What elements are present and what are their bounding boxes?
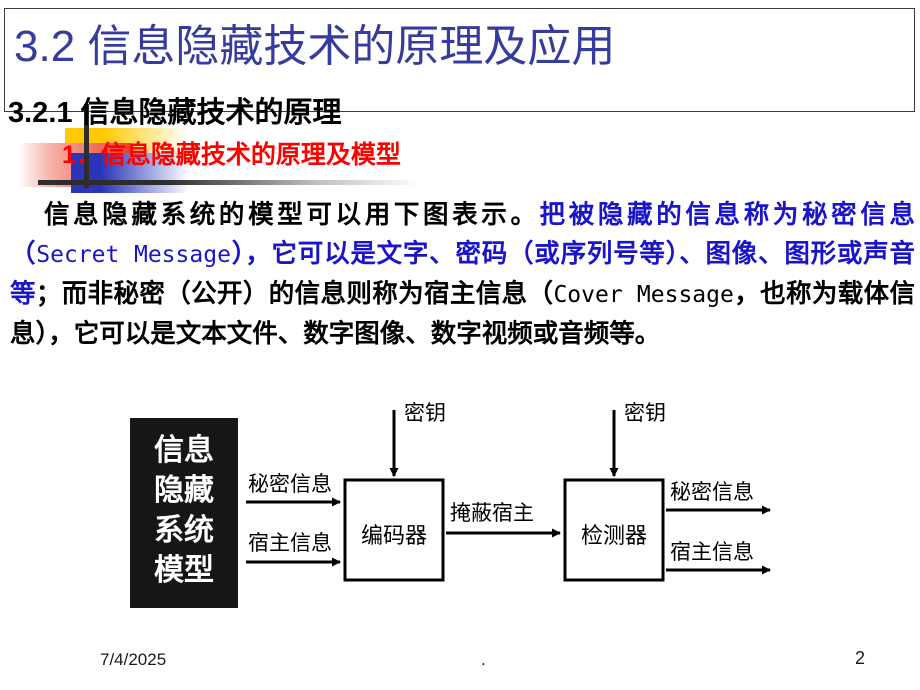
detector-box: 检测器 <box>563 478 665 582</box>
body-paragraph: 信息隐藏系统的模型可以用下图表示。把被隐藏的信息称为秘密信息（Secret Me… <box>10 196 915 354</box>
encoder-key-arrow: 密钥 <box>389 402 446 477</box>
encoder-label: 编码器 <box>361 523 427 548</box>
page-title: 3.2 信息隐藏技术的原理及应用 <box>14 22 616 71</box>
information-hiding-system-diagram: 信息 隐藏 系统 模型 编码器 检测器 秘密信息 <box>0 398 920 633</box>
body-segment-blue-2: ），它可以是文字、密码（或序列号等）、图像、图形或声音等 <box>10 240 915 308</box>
input-secret-arrow: 秘密信息 <box>246 473 341 507</box>
footer-date: 7/4/2025 <box>100 650 167 669</box>
model-box-line-4: 模型 <box>154 554 214 587</box>
model-box-line-3: 系统 <box>154 513 214 547</box>
output-cover-label: 宿主信息 <box>670 541 754 564</box>
detector-label: 检测器 <box>581 523 647 548</box>
body-segment-plain-1: 信息隐藏系统的模型可以用下图表示。 <box>44 201 540 229</box>
detector-key-label: 密钥 <box>624 402 666 425</box>
encoder-key-label: 密钥 <box>404 402 446 425</box>
body-segment-plain-2: ；而非秘密（公开）的信息则称为宿主信息（ <box>35 280 554 308</box>
section-subheading: 3.2.1 信息隐藏技术的原理 <box>8 97 342 129</box>
body-segment-plain-3: ，也称为载体信息），它可以是文本文件、数字图像、数字视频或音频等。 <box>10 280 915 348</box>
decorative-horizontal-rule <box>38 180 420 185</box>
topic-heading: 1．信息隐藏技术的原理及模型 <box>62 141 401 169</box>
model-box-line-1: 信息 <box>154 433 214 467</box>
body-segment-cover-message-term: Cover Message <box>553 282 734 308</box>
body-segment-secret-message-term: Secret Message <box>36 242 231 268</box>
title-placeholder-frame <box>4 8 915 112</box>
stego-cover-arrow: 掩蔽宿主 <box>446 502 561 538</box>
encoder-box: 编码器 <box>343 478 445 582</box>
input-secret-label: 秘密信息 <box>248 473 332 496</box>
body-segment-blue-1: 把被隐藏的信息称为秘密信息（ <box>10 201 915 268</box>
decorative-vertical-rule <box>84 104 89 188</box>
decorative-blue-gradient-bar <box>71 153 189 193</box>
output-secret-arrow: 秘密信息 <box>666 481 771 515</box>
system-model-box: 信息 隐藏 系统 模型 <box>130 418 238 608</box>
footer-center-text: . <box>481 650 486 669</box>
output-cover-arrow: 宿主信息 <box>666 541 771 575</box>
footer-page-number: 2 <box>855 648 866 668</box>
input-cover-label: 宿主信息 <box>248 532 332 555</box>
input-cover-arrow: 宿主信息 <box>246 532 341 567</box>
model-box-line-2: 隐藏 <box>154 474 214 507</box>
stego-cover-label: 掩蔽宿主 <box>450 502 534 525</box>
detector-key-arrow: 密钥 <box>609 402 666 477</box>
output-secret-label: 秘密信息 <box>670 481 754 504</box>
